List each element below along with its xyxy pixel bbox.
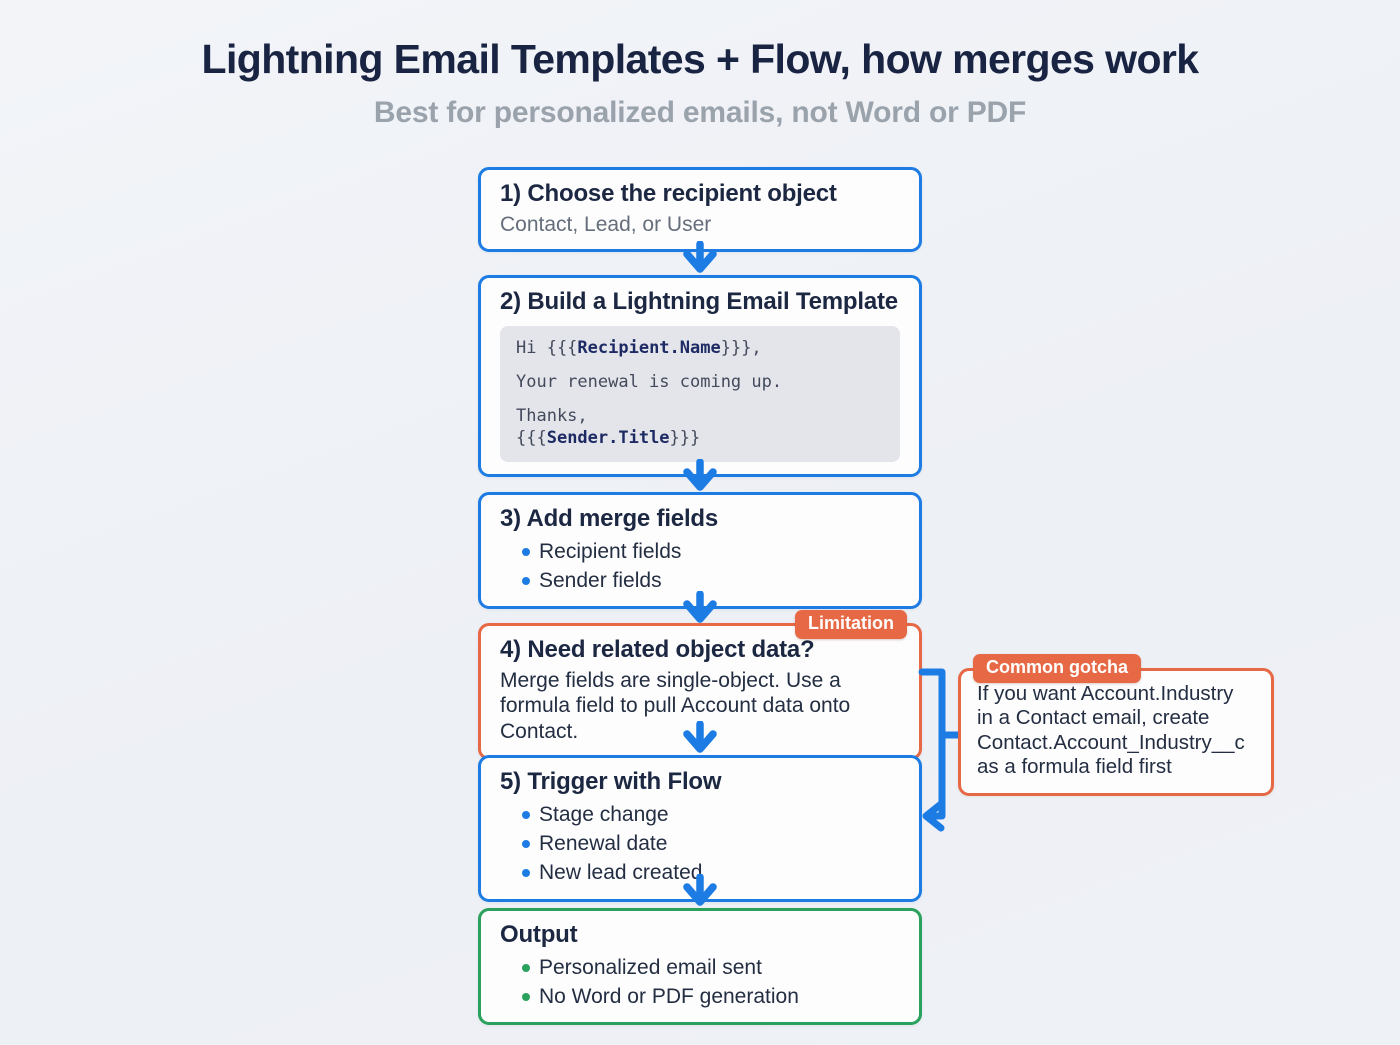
code-text: }}} <box>669 428 701 449</box>
arrow-down-icon <box>683 591 717 623</box>
limitation-badge: Limitation <box>795 610 907 639</box>
arrow-down-icon <box>683 241 717 273</box>
page-title: Lightning Email Templates + Flow, how me… <box>201 36 1200 82</box>
step1-title: 1) Choose the recipient object <box>500 180 837 207</box>
bullet-item: Stage change <box>522 802 900 828</box>
merge-field-sender-title: Sender.Title <box>546 428 670 449</box>
step1-box: 1) Choose the recipient object Contact, … <box>478 167 922 252</box>
arrow-down-icon <box>683 459 717 491</box>
email-template-code-sample: Hi {{{Recipient.Name}}}, Your renewal is… <box>500 325 900 463</box>
step3-box: 3) Add merge fields Recipient fields Sen… <box>478 492 922 610</box>
code-line-sender: {{{Sender.Title}}} <box>516 427 884 449</box>
code-text: Thanks, <box>516 405 588 426</box>
bullet-item: No Word or PDF generation <box>522 984 900 1010</box>
step3-title: 3) Add merge fields <box>500 505 719 532</box>
step5-title: 5) Trigger with Flow <box>500 768 722 795</box>
bullet-item: Sender fields <box>522 568 900 594</box>
merge-field-recipient-name: Recipient.Name <box>577 337 721 358</box>
step4-title: 4) Need related object data? <box>500 636 815 663</box>
common-gotcha-callout: Common gotcha If you want Account.Indust… <box>958 654 1274 796</box>
code-line-greeting: Hi {{{Recipient.Name}}}, <box>516 337 884 359</box>
arrow-down-icon <box>683 721 717 753</box>
step4-body: Merge fields are single-object. Use a fo… <box>500 668 851 744</box>
step2-title: 2) Build a Lightning Email Template <box>500 288 898 315</box>
output-box: Output Personalized email sent No Word o… <box>478 908 922 1026</box>
common-gotcha-body: If you want Account.Industry in a Contac… <box>977 682 1245 779</box>
step1-subtitle: Contact, Lead, or User <box>500 212 712 236</box>
step2-box: 2) Build a Lightning Email Template Hi {… <box>478 275 922 478</box>
bullet-item: Personalized email sent <box>522 955 900 981</box>
bullet-item: New lead created <box>522 860 900 886</box>
code-line-body: Your renewal is coming up. <box>516 371 783 392</box>
bullet-item: Renewal date <box>522 831 900 857</box>
code-text: Hi {{{ <box>516 337 578 358</box>
step3-bullet-list: Recipient fields Sender fields <box>500 539 900 595</box>
output-bullet-list: Personalized email sent No Word or PDF g… <box>500 955 900 1011</box>
output-title: Output <box>500 921 578 948</box>
code-text: {{{ <box>516 428 547 449</box>
arrow-down-icon <box>683 874 717 906</box>
code-text: }}}, <box>720 337 762 358</box>
page-subtitle: Best for personalized emails, not Word o… <box>373 96 1027 129</box>
code-line-signature: Thanks, {{{Sender.Title}}} <box>516 405 884 449</box>
arrow-left-head-icon <box>922 800 945 832</box>
bullet-item: Recipient fields <box>522 539 900 565</box>
common-gotcha-badge: Common gotcha <box>973 654 1141 683</box>
step5-bullet-list: Stage change Renewal date New lead creat… <box>500 802 900 887</box>
